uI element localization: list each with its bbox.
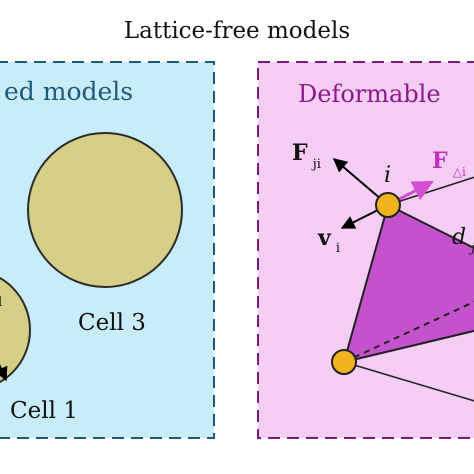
cell-1-label: Cell 1 — [10, 398, 78, 424]
cell-1-circle — [0, 276, 31, 384]
cell-1-arrow — [0, 364, 8, 382]
left-panel: ed models l Cell 3 Cell 1 — [0, 61, 215, 439]
v-i-label: v i — [317, 225, 340, 256]
deformable-triangle — [342, 203, 474, 364]
right-panel: Deformable F ji i F △i v — [257, 61, 474, 439]
v-main: v — [317, 225, 332, 251]
right-panel-title: Deformable — [298, 80, 441, 108]
figure-title: Lattice-free models — [124, 18, 350, 44]
f-ji-main: F — [292, 140, 308, 166]
node-i — [375, 192, 401, 218]
f-ji-sub: ji — [311, 157, 321, 172]
left-panel-title: ed models — [4, 77, 133, 106]
distance-dashed-edge — [343, 300, 474, 363]
d-label: d j — [452, 225, 474, 256]
node-i-label: i — [384, 163, 391, 188]
d-main: d — [452, 225, 466, 250]
f-delta-main: F — [432, 148, 448, 174]
f-delta-label: F △i — [432, 148, 466, 179]
v-sub: i — [336, 241, 340, 256]
cell-1-clipped-glyph: l — [0, 295, 2, 310]
d-sub: j — [468, 241, 474, 256]
mesh-edge-bottom — [343, 361, 474, 402]
node-lower — [331, 349, 357, 375]
cell-3-label: Cell 3 — [78, 310, 146, 336]
f-delta-sub: △i — [453, 165, 466, 179]
f-ji-label: F ji — [292, 140, 321, 172]
cell-3-circle — [27, 132, 183, 288]
